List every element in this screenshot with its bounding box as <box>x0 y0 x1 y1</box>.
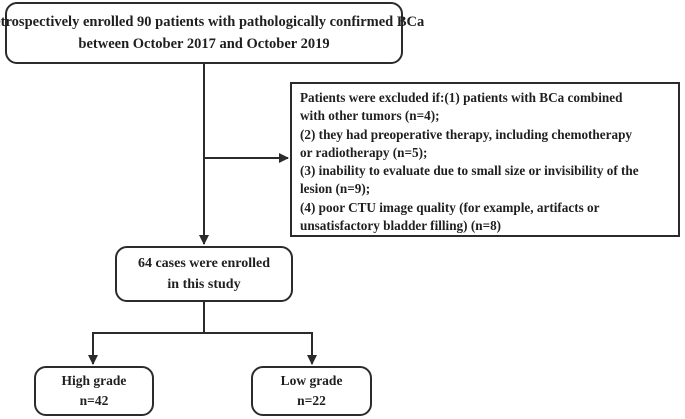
exclusion-line-3: (2) they had preoperative therapy, inclu… <box>300 126 632 142</box>
study-line-1: 64 cases were enrolled <box>137 256 271 271</box>
low-grade-count: n=22 <box>297 393 326 408</box>
exclusion-line-5: (3) inability to evaluate due to small s… <box>300 163 639 179</box>
study-line-2: in this study <box>167 277 241 292</box>
enrolled-patients-box: Retrospectively enrolled 90 patients wit… <box>0 2 424 64</box>
low-grade-label: Low grade <box>280 373 343 388</box>
high-grade-label: High grade <box>61 373 127 388</box>
high-grade-count: n=42 <box>79 393 109 408</box>
exclusion-line-1: Patients were excluded if:(1) patients w… <box>300 90 623 105</box>
high-grade-box: High grade n=42 <box>34 366 154 416</box>
study-cohort-box: 64 cases were enrolled in this study <box>115 246 293 302</box>
exclusion-criteria-box: Patients were excluded if:(1) patients w… <box>290 82 680 237</box>
exclusion-line-8: unsatisfactory bladder filling) (n=8) <box>300 218 502 234</box>
exclusion-line-4: or radiotherapy (n=5); <box>300 144 428 160</box>
exclusion-line-7: (4) poor CTU image quality (for example,… <box>300 199 600 215</box>
low-grade-box: Low grade n=22 <box>251 366 372 416</box>
exclusion-line-6: lesion (n=9); <box>300 181 371 197</box>
enrolled-line-2: between October 2017 and October 2019 <box>78 36 330 52</box>
exclusion-line-2: with other tumors (n=4); <box>300 108 440 124</box>
enrolled-line-1: Retrospectively enrolled 90 patients wit… <box>0 14 425 30</box>
